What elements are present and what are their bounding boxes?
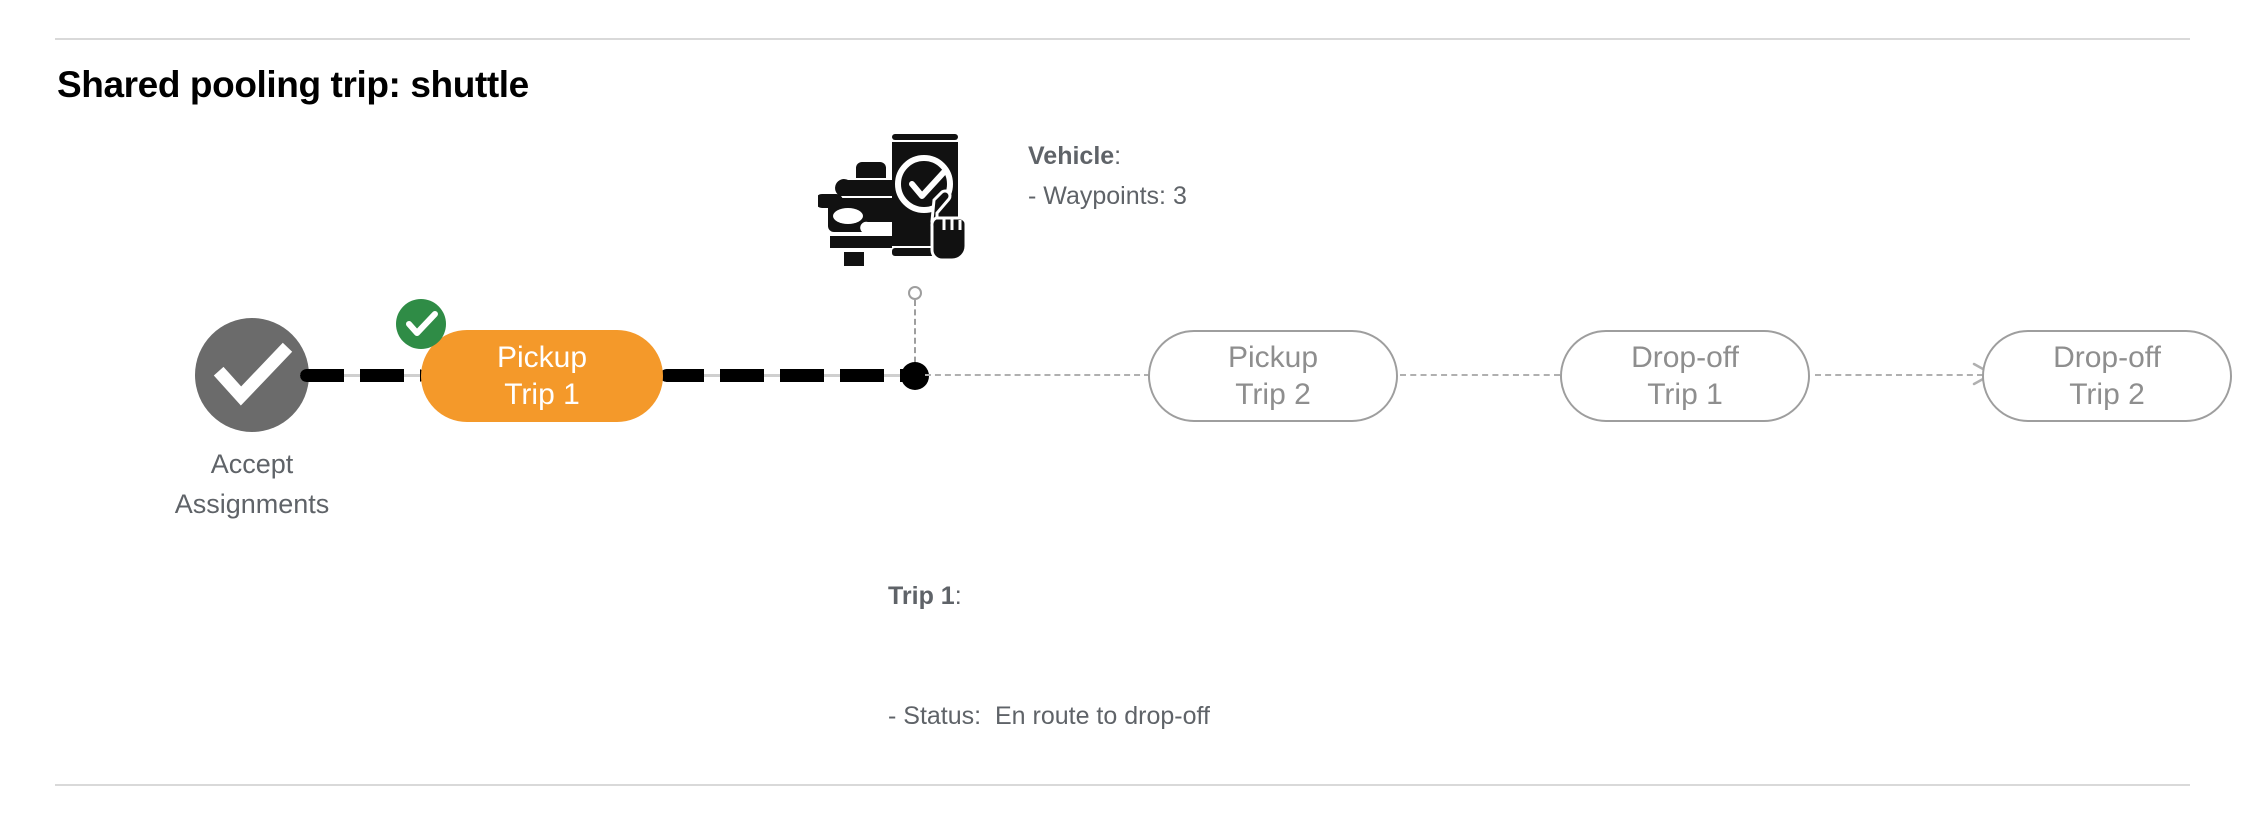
vehicle-stem-line	[914, 300, 916, 372]
path-segment-pending-2	[1400, 374, 1560, 376]
vehicle-position-dot	[901, 362, 929, 390]
trip1-status-line: - Status: En route to drop-off	[888, 702, 1210, 730]
start-node-circle	[195, 318, 309, 432]
start-node-label-line2: Assignments	[174, 489, 330, 519]
node-dropoff-trip-1-line2: Trip 1	[1647, 378, 1723, 411]
node-pickup-trip-1-line1: Pickup	[496, 341, 588, 374]
bottom-divider	[55, 784, 2190, 786]
node-pickup-trip-2-line1: Pickup	[1227, 341, 1319, 374]
trip1-heading: Trip 1:	[888, 576, 1210, 616]
path-segment-pending-1	[925, 374, 1150, 376]
start-node-label: Accept Assignments	[122, 444, 382, 524]
trip1-heading-text: Trip 1	[888, 582, 955, 610]
path-segment-active-2	[660, 374, 915, 377]
node-dropoff-trip-2-line1: Drop-off	[2053, 341, 2161, 374]
check-badge-icon	[396, 299, 446, 349]
trip1-waypoints-line: - Remaining waypoints: 2	[888, 816, 1210, 825]
vehicle-heading-colon: :	[1114, 142, 1122, 170]
node-pickup-trip-1-line2: Trip 1	[504, 378, 580, 411]
node-dropoff-trip-1[interactable]: Drop-off Trip 1	[1560, 330, 1810, 422]
vehicle-annotation: Vehicle: - Waypoints: 3	[1028, 136, 1187, 216]
path-segment-pending-3	[1815, 374, 1983, 376]
vehicle-heading-text: Vehicle	[1028, 142, 1115, 170]
path-segment-active-1	[300, 374, 425, 377]
node-pickup-trip-1[interactable]: Pickup Trip 1	[421, 330, 663, 422]
vehicle-waypoints-line: - Waypoints: 3	[1028, 182, 1187, 210]
vehicle-stem-endpoint	[908, 286, 922, 300]
node-dropoff-trip-1-line1: Drop-off	[1631, 341, 1739, 374]
node-dropoff-trip-2[interactable]: Drop-off Trip 2	[1982, 330, 2232, 422]
page-title: Shared pooling trip: shuttle	[57, 64, 529, 105]
trips-annotation: Trip 1: - Status: En route to drop-off -…	[888, 496, 1210, 825]
node-pickup-trip-2[interactable]: Pickup Trip 2	[1148, 330, 1398, 422]
node-pickup-trip-2-line2: Trip 2	[1235, 378, 1311, 411]
node-dropoff-trip-2-line2: Trip 2	[2069, 378, 2145, 411]
start-node-label-line1: Accept	[210, 449, 294, 479]
vehicle-annotation-heading: Vehicle:	[1028, 136, 1187, 176]
trip1-heading-colon: :	[954, 582, 962, 610]
car-phone-check-icon	[815, 122, 978, 270]
top-divider	[55, 38, 2190, 40]
check-circle-icon	[195, 318, 309, 432]
